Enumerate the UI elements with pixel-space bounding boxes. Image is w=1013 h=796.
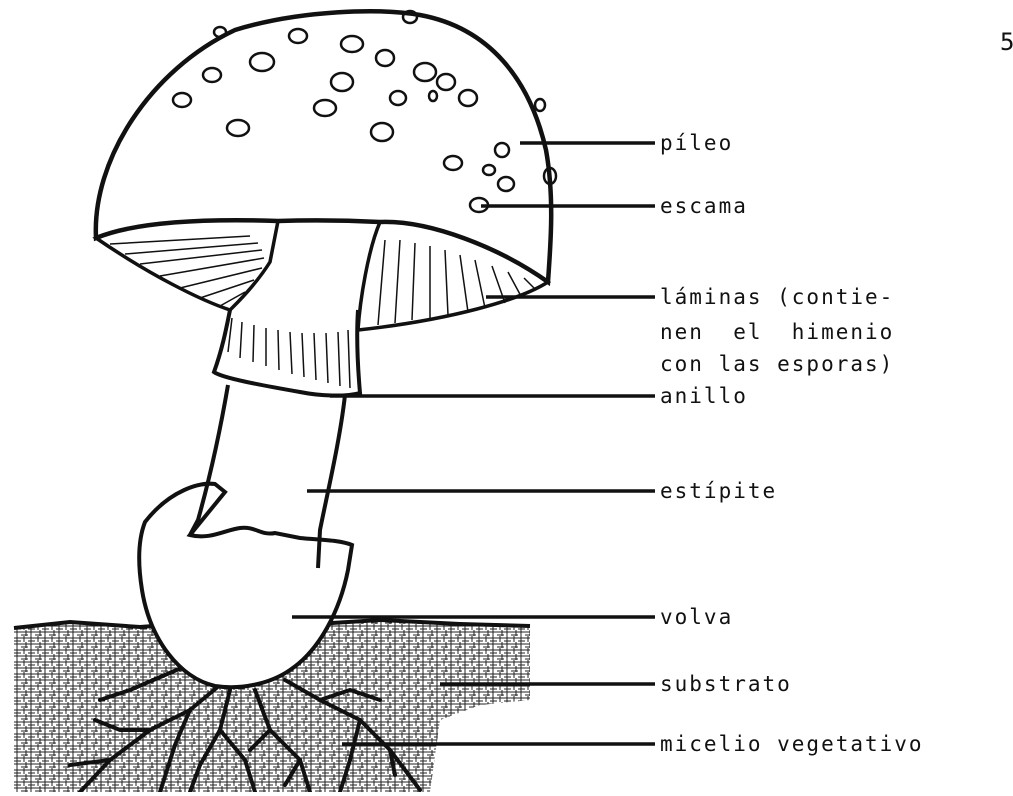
label-anillo: anillo bbox=[660, 386, 748, 407]
label-substrato: substrato bbox=[660, 674, 792, 695]
label-estipite: estípite bbox=[660, 481, 777, 502]
label-micelio: micelio vegetativo bbox=[660, 734, 924, 755]
annulus-ring bbox=[214, 310, 360, 396]
label-escama: escama bbox=[660, 196, 748, 217]
label-laminas-line1: láminas (contie- bbox=[660, 287, 894, 308]
label-pileo: píleo bbox=[660, 133, 733, 154]
label-laminas-line2: nen el himenio bbox=[660, 322, 894, 343]
label-laminas-line3: con las esporas) bbox=[660, 354, 894, 375]
page-number: 5 bbox=[1000, 28, 1013, 56]
label-volva: volva bbox=[660, 607, 733, 628]
